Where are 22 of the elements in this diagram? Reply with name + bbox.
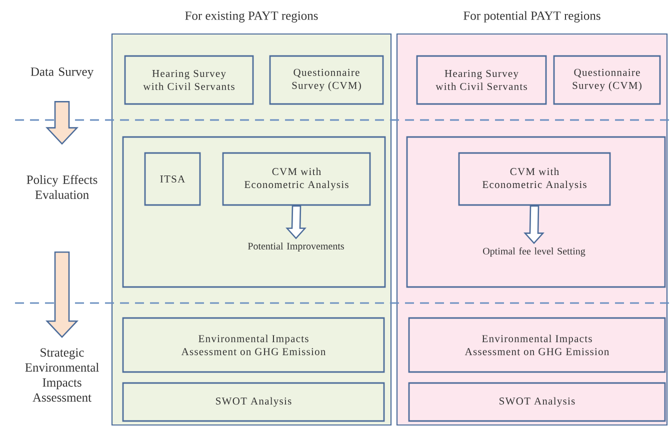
- block-arrow: [286, 205, 306, 240]
- process-box: SWOT Analysis: [122, 382, 385, 422]
- process-box: Environmental Impacts Assessment on GHG Emission: [122, 317, 385, 373]
- stage-label: Data Survey: [30, 68, 94, 78]
- process-box: CVM with Econometric Analysis: [458, 152, 611, 206]
- block-arrow: [46, 101, 79, 145]
- stage-label: Strategic Environmental Impacts Assessment: [25, 348, 99, 402]
- process-box: Environmental Impacts Assessment on GHG Emission: [408, 317, 666, 373]
- process-box: Questionnaire Survey (CVM): [553, 55, 661, 105]
- result-text: Optimal fee level Setting: [483, 247, 586, 257]
- block-arrow: [46, 252, 79, 338]
- process-box: Hearing Survey with Civil Servants: [124, 55, 254, 105]
- column-heading: For potential PAYT regions: [464, 11, 600, 22]
- process-box: CVM with Econometric Analysis: [222, 152, 371, 206]
- process-box: ITSA: [144, 152, 201, 206]
- result-text: Potential Improvements: [248, 242, 344, 252]
- process-box: Hearing Survey with Civil Servants: [416, 55, 547, 105]
- block-arrow: [524, 205, 544, 244]
- process-box: SWOT Analysis: [408, 382, 666, 422]
- process-box: Questionnaire Survey (CVM): [269, 55, 384, 105]
- stage-label: Policy Effects Evaluation: [26, 175, 98, 199]
- column-heading: For existing PAYT regions: [185, 11, 318, 22]
